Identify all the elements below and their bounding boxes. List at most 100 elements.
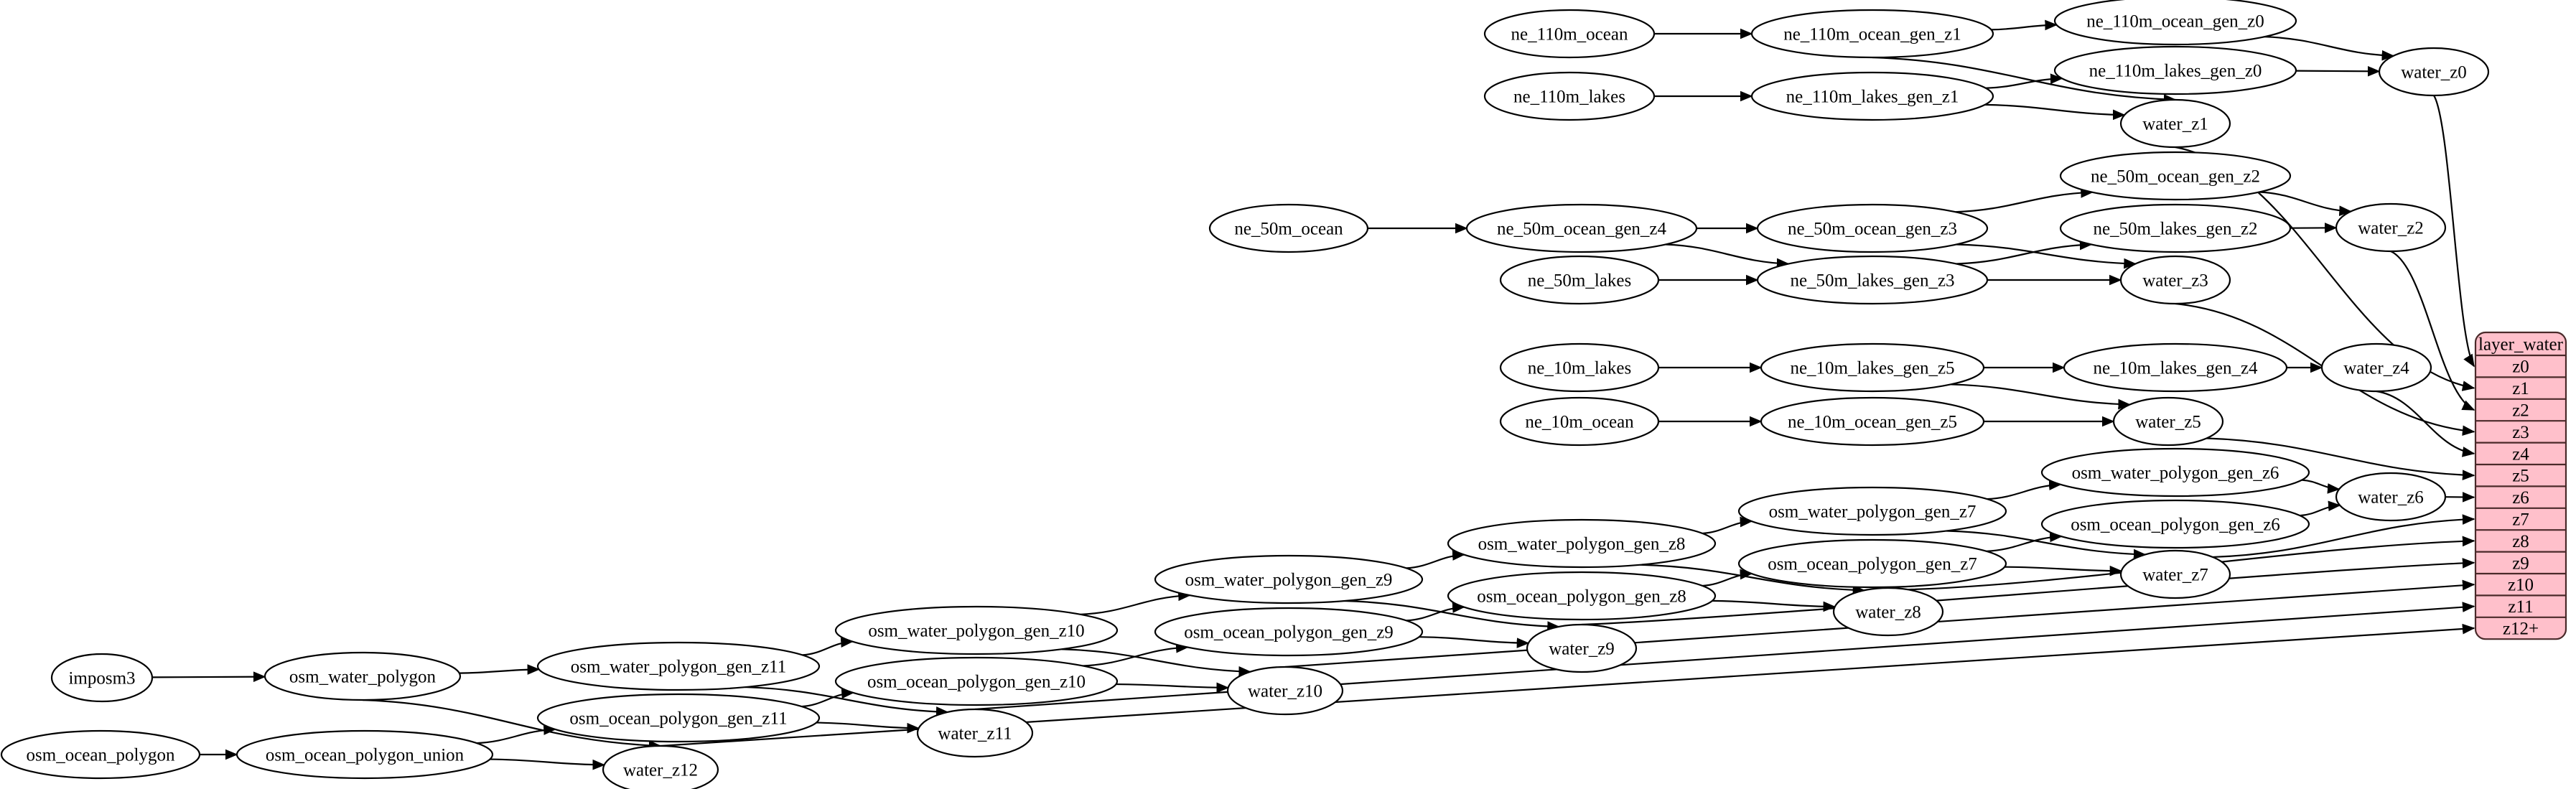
node-water_z10[interactable]: water_z10 <box>1226 666 1344 716</box>
node-ne_110m_lakes_gen_z0[interactable]: ne_110m_lakes_gen_z0 <box>2053 45 2297 95</box>
node-water_z7[interactable]: water_z7 <box>2119 549 2231 599</box>
node-shape <box>2112 396 2224 447</box>
node-label: osm_water_polygon_gen_z11 <box>571 658 786 677</box>
node-ne_110m_lakes[interactable]: ne_110m_lakes <box>1483 71 1656 121</box>
table-row-z10[interactable]: z10 <box>2508 576 2534 595</box>
edge-ne_50m_ocean_gen_z4-to-ne_50m_lakes_gen_z3 <box>1665 243 1790 269</box>
node-water_z6[interactable]: water_z6 <box>2335 472 2447 522</box>
edge-osm_water_polygon-to-water_z12 <box>362 699 662 751</box>
edge-osm_water_polygon_gen_z11-to-water_z11 <box>745 686 949 717</box>
node-ne_110m_ocean_gen_z1[interactable]: ne_110m_ocean_gen_z1 <box>1750 9 1994 59</box>
node-label: water_z0 <box>2401 63 2467 83</box>
node-osm_ocean_polygon_gen_z11[interactable]: osm_ocean_polygon_gen_z11 <box>536 693 821 743</box>
node-ne_110m_ocean_gen_z0[interactable]: ne_110m_ocean_gen_z0 <box>2053 0 2297 46</box>
node-osm_ocean_polygon_gen_z10[interactable]: osm_ocean_polygon_gen_z10 <box>834 656 1119 706</box>
table-row-z8[interactable]: z8 <box>2512 532 2529 551</box>
table-row-z6[interactable]: z6 <box>2512 488 2529 508</box>
node-osm_ocean_polygon[interactable]: osm_ocean_polygon <box>0 729 201 780</box>
node-shape <box>916 708 1034 758</box>
node-osm_water_polygon_gen_z8[interactable]: osm_water_polygon_gen_z8 <box>1447 518 1717 569</box>
node-label: osm_ocean_polygon <box>27 746 175 765</box>
node-osm_ocean_polygon_union[interactable]: osm_ocean_polygon_union <box>235 729 494 780</box>
node-osm_ocean_polygon_gen_z8[interactable]: osm_ocean_polygon_gen_z8 <box>1447 571 1717 621</box>
node-osm_ocean_polygon_gen_z7[interactable]: osm_ocean_polygon_gen_z7 <box>1737 538 2007 589</box>
node-label: osm_water_polygon_gen_z7 <box>1769 503 1977 522</box>
node-shape <box>602 744 719 789</box>
node-osm_ocean_polygon_gen_z9[interactable]: osm_ocean_polygon_gen_z9 <box>1154 607 1424 657</box>
node-water_z3[interactable]: water_z3 <box>2119 255 2231 305</box>
node-shape <box>1832 587 1944 637</box>
edge-osm_water_polygon_gen_z11-to-osm_water_polygon_gen_z10 <box>802 637 854 656</box>
table-row-z2[interactable]: z2 <box>2512 401 2529 421</box>
node-ne_50m_ocean_gen_z4[interactable]: ne_50m_ocean_gen_z4 <box>1465 203 1698 253</box>
table-row-z11[interactable]: z11 <box>2508 597 2533 617</box>
node-ne_10m_ocean_gen_z5[interactable]: ne_10m_ocean_gen_z5 <box>1760 396 1985 447</box>
node-shape <box>263 651 462 701</box>
node-imposm3[interactable]: imposm3 <box>50 653 154 703</box>
node-shape <box>834 605 1119 655</box>
node-osm_water_polygon[interactable]: osm_water_polygon <box>263 651 462 701</box>
node-osm_water_polygon_gen_z6[interactable]: osm_water_polygon_gen_z6 <box>2040 447 2310 498</box>
node-water_z8[interactable]: water_z8 <box>1832 587 1944 637</box>
node-ne_10m_ocean[interactable]: ne_10m_ocean <box>1499 396 1660 447</box>
table-row-z4[interactable]: z4 <box>2512 444 2529 464</box>
node-ne_110m_lakes_gen_z1[interactable]: ne_110m_lakes_gen_z1 <box>1750 71 1994 121</box>
edge-water_z2-to-z2 <box>2390 250 2475 411</box>
node-label: osm_water_polygon <box>289 668 437 687</box>
node-shape <box>235 729 494 780</box>
node-osm_water_polygon_gen_z9[interactable]: osm_water_polygon_gen_z9 <box>1154 554 1424 604</box>
node-water_z1[interactable]: water_z1 <box>2119 98 2231 149</box>
node-shape <box>1750 71 1994 121</box>
table-row-z7[interactable]: z7 <box>2512 510 2529 530</box>
node-shape <box>1737 486 2007 536</box>
edge-osm_ocean_polygon_gen_z10-to-water_z10 <box>1116 682 1230 694</box>
node-ne_50m_lakes[interactable]: ne_50m_lakes <box>1499 255 1660 305</box>
node-shape <box>2378 47 2490 97</box>
node-water_z2[interactable]: water_z2 <box>2335 202 2447 253</box>
table-row-z9[interactable]: z9 <box>2512 554 2529 573</box>
node-label: ne_110m_ocean_gen_z0 <box>2086 12 2264 32</box>
layer-water-table-header: layer_water <box>2478 335 2564 355</box>
table-row-z12plus[interactable]: z12+ <box>2503 620 2539 639</box>
node-shape <box>1760 342 1985 393</box>
node-label: water_z5 <box>2135 413 2201 432</box>
node-ne_50m_lakes_gen_z2[interactable]: ne_50m_lakes_gen_z2 <box>2059 203 2292 253</box>
node-ne_110m_ocean[interactable]: ne_110m_ocean <box>1483 9 1656 59</box>
node-osm_water_polygon_gen_z10[interactable]: osm_water_polygon_gen_z10 <box>834 605 1119 655</box>
edge-osm_water_polygon_gen_z10-to-water_z10 <box>1061 648 1251 677</box>
edge-ne_110m_ocean_gen_z0-to-water_z0 <box>2264 36 2395 61</box>
node-water_z11[interactable]: water_z11 <box>916 708 1034 758</box>
node-shape <box>1483 9 1656 59</box>
edge-osm_water_polygon_gen_z7-to-osm_water_polygon_gen_z6 <box>1987 480 2062 500</box>
node-ne_50m_ocean[interactable]: ne_50m_ocean <box>1208 203 1369 253</box>
node-water_z5[interactable]: water_z5 <box>2112 396 2224 447</box>
node-ne_10m_lakes[interactable]: ne_10m_lakes <box>1499 342 1660 393</box>
table-row-z3[interactable]: z3 <box>2512 423 2529 442</box>
edge-ne_110m_lakes_gen_z1-to-water_z1 <box>1984 103 2126 121</box>
table-row-z1[interactable]: z1 <box>2512 379 2529 398</box>
node-water_z12[interactable]: water_z12 <box>602 744 719 789</box>
node-ne_50m_lakes_gen_z3[interactable]: ne_50m_lakes_gen_z3 <box>1756 255 1989 305</box>
edge-water_z4-to-z4 <box>2376 390 2475 457</box>
node-osm_water_polygon_gen_z11[interactable]: osm_water_polygon_gen_z11 <box>536 641 821 691</box>
edge-osm_ocean_polygon_gen_z9-to-osm_ocean_polygon_gen_z8 <box>1406 602 1465 622</box>
edge-osm_ocean_polygon_gen_z11-to-osm_ocean_polygon_gen_z10 <box>801 688 854 708</box>
node-ne_50m_ocean_gen_z3[interactable]: ne_50m_ocean_gen_z3 <box>1756 203 1989 253</box>
node-osm_water_polygon_gen_z7[interactable]: osm_water_polygon_gen_z7 <box>1737 486 2007 536</box>
node-label: osm_ocean_polygon_gen_z11 <box>569 709 787 729</box>
node-osm_ocean_polygon_gen_z6[interactable]: osm_ocean_polygon_gen_z6 <box>2040 499 2310 549</box>
node-water_z9[interactable]: water_z9 <box>1526 623 1638 673</box>
node-ne_10m_lakes_gen_z4[interactable]: ne_10m_lakes_gen_z4 <box>2063 342 2288 393</box>
node-label: osm_ocean_polygon_gen_z9 <box>1184 623 1394 643</box>
node-ne_10m_lakes_gen_z5[interactable]: ne_10m_lakes_gen_z5 <box>1760 342 1985 393</box>
node-label: ne_50m_ocean_gen_z3 <box>1788 220 1957 239</box>
node-label: osm_water_polygon_gen_z6 <box>2072 464 2279 483</box>
node-water_z4[interactable]: water_z4 <box>2320 342 2432 393</box>
node-label: ne_10m_lakes <box>1528 359 1631 378</box>
node-shape <box>2119 549 2231 599</box>
edge-water_z5-to-z5 <box>2206 437 2475 480</box>
table-row-z0[interactable]: z0 <box>2512 358 2529 377</box>
table-row-z5[interactable]: z5 <box>2512 467 2529 486</box>
node-water_z0[interactable]: water_z0 <box>2378 47 2490 97</box>
node-ne_50m_ocean_gen_z2[interactable]: ne_50m_ocean_gen_z2 <box>2059 151 2292 201</box>
